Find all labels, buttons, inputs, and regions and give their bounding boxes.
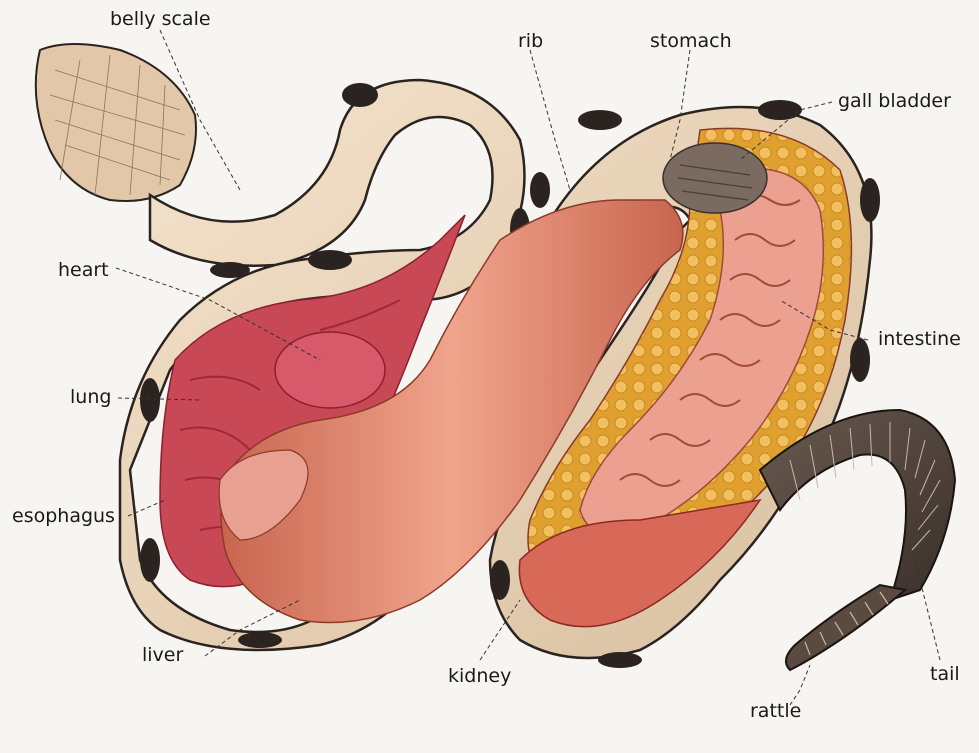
label-kidney: kidney [448, 667, 511, 686]
label-liver: liver [142, 646, 183, 665]
label-esophagus: esophagus [12, 507, 115, 526]
label-stomach: stomach [650, 32, 732, 51]
label-lung: lung [70, 388, 111, 407]
label-rattle: rattle [750, 702, 801, 721]
heart [275, 332, 385, 408]
rattle [786, 585, 905, 670]
label-rib: rib [518, 32, 543, 51]
label-tail: tail [930, 665, 960, 684]
label-gall-bladder: gall bladder [838, 92, 951, 111]
snake-head [36, 44, 196, 201]
label-intestine: intestine [878, 330, 961, 349]
label-heart: heart [58, 261, 109, 280]
label-belly-scale: belly scale [110, 10, 211, 29]
